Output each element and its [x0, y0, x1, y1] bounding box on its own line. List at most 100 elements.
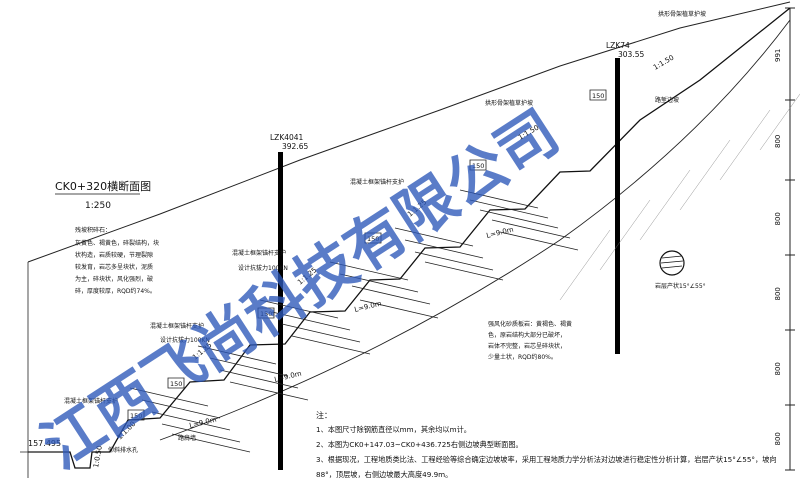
anchor-bar	[171, 433, 251, 453]
left-elevation: 157.495	[28, 439, 61, 448]
dip-label: 岩层产状15°∠55°	[655, 282, 706, 290]
bedding-line	[759, 93, 800, 151]
berm-marker	[589, 89, 607, 101]
ground-surface-line	[27, 1, 791, 263]
slope-ratio-7: 1:0.50	[92, 445, 104, 468]
berm-width-label: 150	[260, 310, 272, 318]
anchor-bar	[359, 299, 439, 319]
slope-ratio-1: 1:1.50	[652, 54, 675, 72]
dip-symbol	[659, 250, 685, 276]
dimension-label: 800	[774, 432, 782, 445]
anchor-bar	[281, 323, 361, 343]
anchor-length-1: L=9.0m	[486, 225, 515, 240]
anchor-bar	[219, 369, 299, 389]
dimension-label: 800	[774, 362, 782, 375]
berm-marker	[167, 377, 185, 389]
callout-mid-left: 混凝土框架锚杆支护	[232, 249, 286, 257]
description-line: 灰黄色、褐黄色，碎裂结构，块	[75, 239, 159, 247]
section-title: CK0+320横断面图	[55, 179, 151, 193]
borehole-lzk74	[615, 58, 620, 354]
anchor-bar	[141, 399, 221, 419]
borehole-lzk4041	[278, 152, 283, 470]
anchor-length-2: L=9.0m	[354, 299, 383, 314]
bedding-line	[559, 229, 611, 301]
callout-upper-mid: 混凝土框架锚杆支护	[350, 178, 404, 186]
anchor-bar	[459, 189, 539, 209]
description-line: 为主，碎块状，风化强烈，破	[75, 275, 153, 283]
description-line: 状构造，岩质较硬，节理裂隙	[75, 251, 153, 259]
berm-width-label: 150	[367, 235, 379, 243]
description-line: 88°，顶层坡，右侧边坡最大高度49.9m。	[316, 470, 452, 479]
anchor-bar	[129, 387, 209, 407]
anchor-bar	[259, 299, 339, 319]
notes-list: 1、本图尺寸除钢筋直径以mm，其余均以m计。2、本图为CK0+147.03~CK…	[316, 425, 777, 479]
notes-heading: 注：	[316, 410, 332, 420]
callout-bottom-left-a: 混凝土框架锚杆支护	[64, 397, 118, 405]
anchor-bar	[271, 311, 351, 331]
section-scale: 1:250	[85, 201, 111, 211]
bedding-line	[599, 199, 651, 271]
callout-right-small: 路堑边坡	[655, 96, 679, 104]
callout-mid-right: 拱形骨架植草护坡	[485, 99, 533, 107]
callout-lower-left: 混凝土框架锚杆支护	[150, 322, 204, 330]
anchor-bar	[479, 209, 559, 229]
borehole-1-id: LZK4041	[270, 133, 304, 142]
anchor-bar	[291, 335, 371, 355]
callout-bottom-left-b: 路肩墙	[178, 434, 196, 442]
geo-right-title: 强风化砂质板岩：黄褐色、褐黄	[488, 320, 572, 328]
dimension-label: 800	[774, 212, 782, 225]
berm-marker	[127, 409, 145, 421]
borehole-1-elev: 392.65	[282, 142, 308, 151]
geo-right-description: 色，原岩结构大部分已破坏， 岩体不完整，岩芯呈碎块状， 少量土状，RQD约80%。	[488, 331, 566, 361]
anchor-bar	[491, 219, 571, 239]
bedding-line	[679, 139, 731, 211]
callout-bottom-left-c: 仰斜排水孔	[108, 446, 138, 454]
dimension-label: 991	[774, 49, 782, 62]
anchor-bar	[339, 273, 419, 293]
berm-marker	[257, 307, 275, 319]
callout-mid-left-sub: 设计抗拔力100KN	[238, 264, 288, 272]
anchor-bar	[469, 199, 549, 219]
description-line: 3、根据现况，工程地质类比法、工程经验等综合确定边坡坡率，采用工程地质力学分析法…	[316, 455, 777, 464]
anchor-bar	[414, 251, 494, 271]
dimension-label: 800	[774, 287, 782, 300]
berm-width-label: 150	[130, 412, 142, 420]
description-line: 少量土状，RQD约80%。	[488, 353, 557, 361]
description-line: 色，原岩结构大部分已破坏，	[488, 331, 566, 339]
anchor-bar	[351, 285, 431, 305]
anchor-bar	[394, 227, 474, 247]
geo-left-title: 残坡积碎石：	[75, 226, 111, 234]
anchor-bar	[329, 261, 409, 281]
weathering-boundary	[159, 19, 791, 441]
callout-lower-left-sub: 设计抗拔力100KN	[160, 336, 210, 344]
anchor-bar	[424, 261, 504, 281]
description-line: 岩体不完整，岩芯呈碎块状，	[488, 342, 566, 350]
cut-slope-profile	[28, 7, 791, 469]
anchor-length-4: L=9.0m	[189, 415, 218, 430]
anchor-bar	[197, 345, 277, 365]
bedding-line	[719, 109, 771, 181]
borehole-2-id: LZK74	[606, 41, 630, 50]
berm-width-label: 150	[592, 92, 604, 100]
berm-width-label: 150	[472, 162, 484, 170]
anchor-bar	[499, 231, 579, 251]
berm-marker	[469, 159, 487, 171]
bedding-line	[639, 169, 691, 241]
description-line: 碎，厚度较厚，RQD约74%。	[75, 287, 156, 295]
callout-top-right: 拱形骨架植草护坡	[658, 10, 706, 18]
borehole-2-elev: 303.55	[618, 50, 644, 59]
anchor-bar	[161, 423, 241, 443]
anchor-length-3: L=9.0m	[274, 369, 303, 384]
berm-marker	[364, 232, 382, 244]
description-line: 较发育，岩芯多呈块状，泥质	[75, 263, 153, 271]
berm-markers: 150 150 150 150 150 150	[127, 89, 607, 421]
anchor-bar	[151, 411, 231, 431]
bedding-lines	[559, 93, 800, 301]
geo-left-description: 灰黄色、褐黄色，碎裂结构，块状构造，岩质较硬，节理裂隙较发育，岩芯多呈块状，泥质…	[75, 239, 159, 295]
berm-width-label: 150	[170, 380, 182, 388]
description-line: 2、本图为CK0+147.03~CK0+436.725右侧边坡典型断面图。	[316, 440, 523, 449]
anchor-bars	[129, 189, 579, 453]
anchor-bar	[209, 357, 289, 377]
anchor-bar	[229, 381, 309, 401]
